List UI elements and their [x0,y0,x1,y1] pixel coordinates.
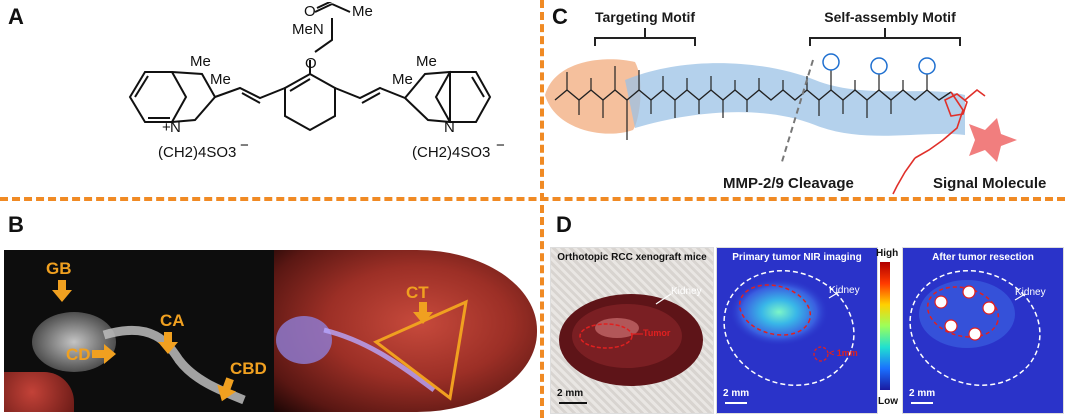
d3-kidney-label: Kidney [1015,287,1046,298]
right-nitrogen: N [444,119,455,136]
panel-letter-c: C [552,4,568,29]
panel-letter-d: D [556,212,572,237]
ether-oxygen: O [305,55,317,72]
left-methyl-1: Me [190,53,211,70]
d-panel-nir-imaging: Primary tumor NIR imaging Kidney < 1mm 2… [716,247,878,414]
cleavage-label: MMP-2/9 Cleavage [723,175,854,192]
colorbar-high-label: High [876,248,899,259]
cyanine-dye-structure: O Me MeN O Me Me Me Me + N N (CH2)4SO3 −… [128,2,505,161]
right-methyl-1: Me [416,53,437,70]
right-sulfonate-charge: − [496,137,505,154]
d2-small-tumor-label: < 1mm [829,348,858,358]
left-sulfonate-chain: (CH2)4SO3 [158,144,236,161]
self-assembly-motif-label: Self-assembly Motif [824,9,956,25]
left-nitrogen: N [170,119,181,136]
label-ca: CA [160,311,185,330]
d-panel-orthotopic: Orthotopic RCC xenograft mice Kidney Tum… [550,247,714,414]
panel-b-images: GB CA CD CBD CT [4,250,537,412]
d-panel-after-resection: After tumor resection Kidney 2 mm [902,247,1064,414]
intensity-colorbar [880,262,890,390]
cleavage-site-line [780,59,814,166]
amide-nitrogen: MeN [292,21,324,38]
targeting-blob [545,59,641,134]
right-methyl-2: Me [392,71,413,88]
divider-horizontal [0,197,1065,201]
label-ct: CT [406,283,429,302]
d3-title: After tumor resection [932,252,1034,263]
peptide-schematic: Targeting Motif Self-assembly Motif MMP-… [545,9,1046,195]
d3-scale-label: 2 mm [909,388,936,399]
left-sulfonate-charge: − [240,137,249,154]
label-cd: CD [66,345,91,364]
surgery-color-image [274,250,537,412]
label-cbd: CBD [230,359,267,378]
d2-scale-label: 2 mm [723,388,750,399]
panel-letter-a: A [8,4,24,29]
d2-kidney-label: Kidney [829,285,860,296]
d1-title: Orthotopic RCC xenograft mice [557,252,707,263]
d1-scale-label: 2 mm [557,388,584,399]
panel-letter-b: B [8,212,24,237]
nir-grayscale-image [4,250,314,412]
divider-vertical [540,0,544,418]
color-inset-image [4,372,74,412]
d1-kidney-label: Kidney [671,286,702,297]
colorbar-low-label: Low [878,396,898,407]
left-nitrogen-charge: + [162,119,171,136]
acetyl-oxygen: O [304,3,316,20]
label-gb: GB [46,259,72,278]
left-methyl-2: Me [210,71,231,88]
signal-star [969,118,1017,162]
targeting-motif-label: Targeting Motif [595,9,695,25]
right-sulfonate-chain: (CH2)4SO3 [412,144,490,161]
signal-molecule-label: Signal Molecule [933,175,1046,192]
panel-b-annotations: GB CA CD CBD CT [46,259,433,402]
acetyl-methyl: Me [352,3,373,20]
d1-tumor-label: Tumor [643,328,671,338]
d2-title: Primary tumor NIR imaging [732,252,862,263]
